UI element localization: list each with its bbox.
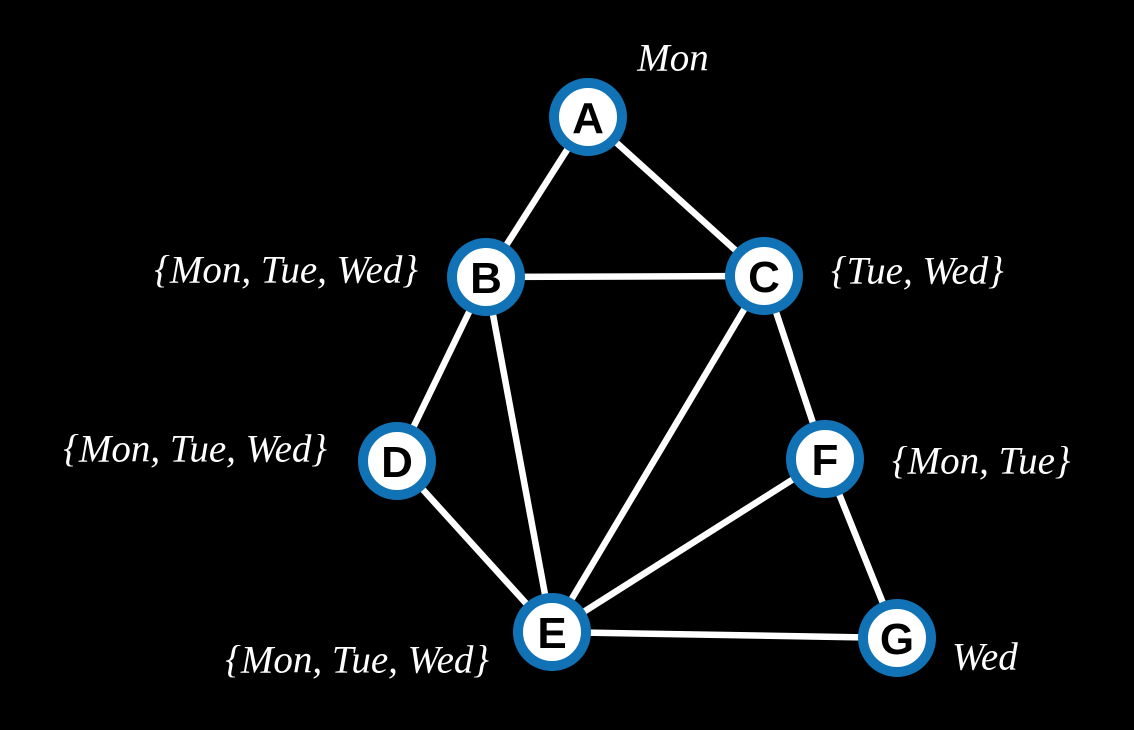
edge-B-C <box>485 272 765 281</box>
node-E: E {Mon, Tue, Wed} <box>225 593 591 681</box>
node-letter-G: G <box>880 615 914 664</box>
edge-B-E <box>482 276 556 633</box>
node-A: A Mon <box>549 36 709 156</box>
node-G: G Wed <box>858 599 1018 678</box>
node-letter-E: E <box>537 609 566 658</box>
edge-E-G <box>551 628 898 642</box>
node-B: B {Mon, Tue, Wed} <box>154 238 525 316</box>
domain-label-C: {Tue, Wed} <box>831 249 1004 292</box>
node-circle-D <box>358 422 436 500</box>
node-circle-A <box>549 78 627 156</box>
domain-label-A: Mon <box>636 36 709 79</box>
node-letter-C: C <box>748 253 780 302</box>
node-D: D {Mon, Tue, Wed} <box>63 422 436 500</box>
edge-E-F <box>550 456 827 635</box>
node-letter-D: D <box>381 438 413 487</box>
node-circle-E <box>513 593 591 671</box>
node-C: C {Tue, Wed} <box>725 237 1004 315</box>
node-letter-F: F <box>812 436 839 485</box>
node-circle-F <box>786 420 864 498</box>
node-circle-B <box>447 238 525 316</box>
domain-label-E: {Mon, Tue, Wed} <box>225 638 489 681</box>
edge-A-C <box>585 114 767 279</box>
node-circle-C <box>725 237 803 315</box>
domain-label-D: {Mon, Tue, Wed} <box>63 427 327 470</box>
domain-label-B: {Mon, Tue, Wed} <box>154 248 418 291</box>
node-letter-A: A <box>572 94 604 143</box>
node-F: F {Mon, Tue} <box>786 420 1071 498</box>
domain-label-F: {Mon, Tue} <box>892 439 1071 482</box>
edge-C-E <box>549 274 767 634</box>
node-letter-B: B <box>470 254 502 303</box>
node-circle-G <box>858 599 936 677</box>
domain-label-G: Wed <box>952 635 1018 678</box>
